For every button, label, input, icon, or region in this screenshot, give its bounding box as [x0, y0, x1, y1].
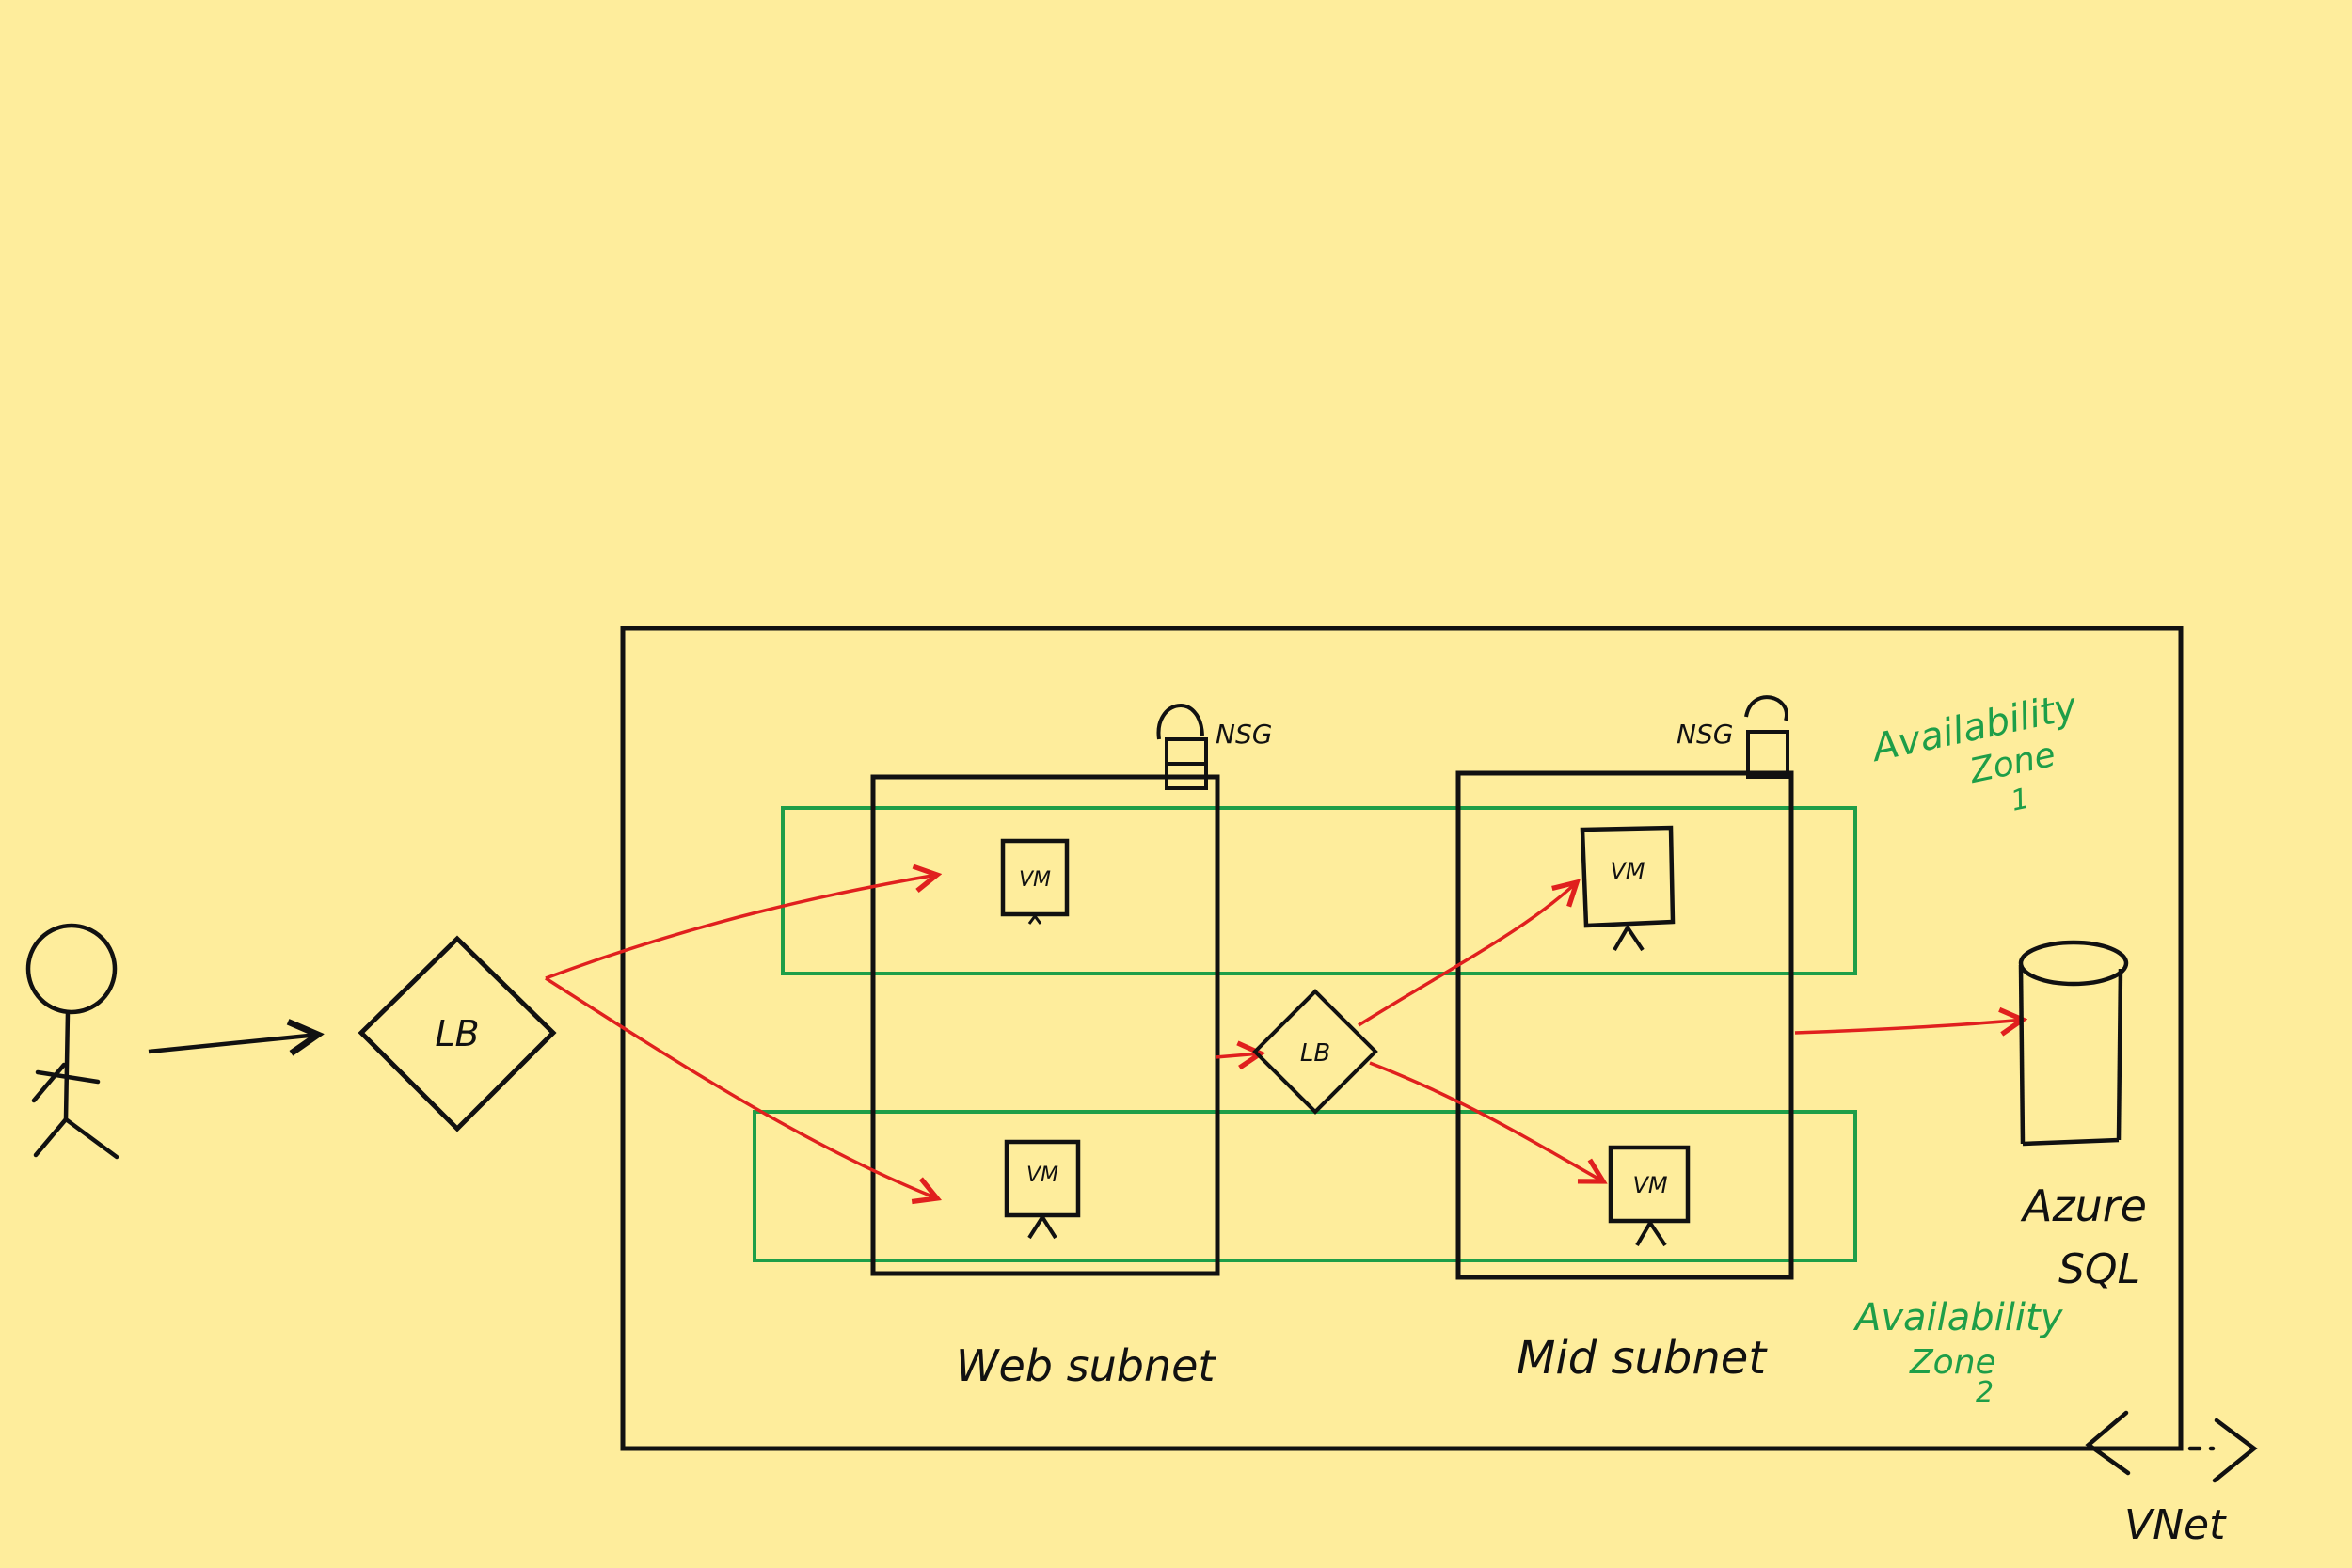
vnet-label: VNet [2124, 1501, 2227, 1549]
double-arrow-icon [2085, 1410, 2258, 1483]
user-icon [25, 923, 119, 1160]
cylinder-icon [2018, 940, 2129, 1147]
vnet-boundary [620, 626, 2184, 1451]
zone1-line3: 1 [2008, 783, 2032, 818]
mid-nsg-label: NSG [1677, 719, 1733, 750]
padlock-icon [1156, 704, 1208, 790]
mid-subnet-label: Mid subnet [1517, 1332, 1768, 1385]
entry-lb-label: LB [435, 1013, 479, 1054]
availability-zone-1-band [781, 806, 1857, 975]
azure-sql-line1: Azure [2020, 1180, 2147, 1231]
web-vm-top: VM [1000, 838, 1070, 925]
mid-nsg: NSG [1677, 695, 1793, 779]
zone2-line2: Zone [1909, 1343, 1996, 1382]
web-vm-bottom: VM [1004, 1139, 1081, 1240]
web-vm-bottom-label: VM [1026, 1164, 1058, 1187]
monitor-icon [1580, 825, 1676, 928]
web-nsg-label: NSG [1216, 719, 1272, 750]
availability-zone-1-label: Availability Zone 1 [1866, 685, 2081, 818]
mid-subnet-box [1455, 770, 1794, 1280]
azure-sql-line2: SQL [2058, 1245, 2140, 1293]
mid-lb-label: LB [1300, 1039, 1330, 1068]
azure-sql: Azure SQL [2018, 940, 2147, 1293]
web-subnet-box [870, 774, 1220, 1276]
mid-to-sql-arrow [1794, 1020, 2023, 1033]
padlock-icon [1744, 695, 1793, 779]
availability-zone-2-band [753, 1110, 1857, 1262]
mid-vm-top: VM [1580, 825, 1676, 952]
diamond-icon [358, 935, 557, 1132]
mid-vm-bottom-label: VM [1632, 1172, 1667, 1198]
mid-lb-to-mid-vm-bottom-arrow [1369, 1061, 1603, 1181]
lb-to-web-vm-bottom-arrow [545, 976, 937, 1198]
lb-to-web-vm-top-arrow [545, 875, 937, 980]
user-to-lb-arrow [148, 1035, 318, 1052]
zone2-line1: Availability [1852, 1296, 2064, 1339]
mid-load-balancer: LB [1252, 989, 1378, 1115]
zone2-line3: 2 [1976, 1376, 1994, 1409]
mid-lb-to-mid-vm-top-arrow [1358, 882, 1577, 1027]
web-vm-top-label: VM [1019, 868, 1051, 892]
web-to-mid-lb-arrow [1215, 1053, 1261, 1057]
mid-vm-top-label: VM [1610, 858, 1645, 884]
mid-vm-bottom: VM [1608, 1145, 1691, 1247]
availability-zone-2-label: Availability Zone 2 [1852, 1296, 2064, 1409]
web-subnet-label: Web subnet [956, 1340, 1216, 1391]
diamond-icon [1252, 989, 1378, 1115]
entry-load-balancer: LB [358, 935, 557, 1132]
web-nsg: NSG [1156, 704, 1272, 790]
